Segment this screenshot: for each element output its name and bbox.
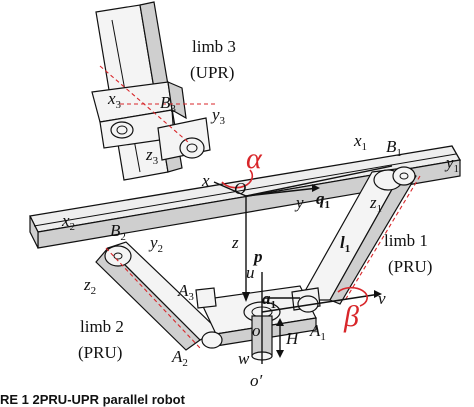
y1-label: y1 [444,153,459,175]
z2-label: z2 [83,275,96,297]
limb2-type: (PRU) [78,343,122,362]
B3-label: B3 [160,93,176,115]
frame-axes [213,165,393,364]
alpha-arc [221,169,254,189]
limb3-type: (UPR) [190,63,234,82]
limb3-label: limb 3 [192,37,236,56]
y-axis-label: y [294,193,304,212]
p-vector-label: p [252,247,263,266]
x1-label: x1 [353,131,367,153]
A2-label: A2 [171,347,188,369]
o-label: o [252,321,261,340]
A3-label: A3 [177,281,194,303]
limb1-type: (PRU) [388,257,432,276]
origin-O-label: O [234,179,246,198]
v-axis-label: v [378,289,386,308]
z-axis-label: z [231,233,239,252]
w-axis-label: w [238,349,250,368]
q1-label: q1 [316,189,330,211]
B2-label: B2 [110,221,126,243]
alpha-symbol: α [246,142,263,175]
main-beam [29,145,462,249]
y2-label: y2 [148,233,163,255]
x-axis-label: x [201,171,210,190]
x3-label: x3 [107,89,122,111]
limb3-joint-block [91,65,215,161]
limb1-link [298,166,421,305]
z3-label: z3 [145,145,159,167]
H-label: H [285,329,300,348]
limb2-label: limb 2 [80,317,124,336]
figure-caption: RE 1 2PRU-UPR parallel robot [0,392,186,407]
x2-label: x2 [61,211,75,233]
A1-label: A1 [309,321,326,343]
beta-symbol: β [343,300,359,333]
beta-arc [337,286,368,307]
y3-label: y3 [210,105,226,127]
limb1-label: limb 1 [384,231,428,250]
z1-label: z1 [369,193,382,215]
l1-label: l1 [340,233,350,255]
B1-label: B1 [386,137,402,159]
a1-label: a1 [262,289,276,311]
u-axis-label: u [246,263,255,282]
limb2-link [95,241,220,351]
o-prime-label: o′ [250,371,263,390]
